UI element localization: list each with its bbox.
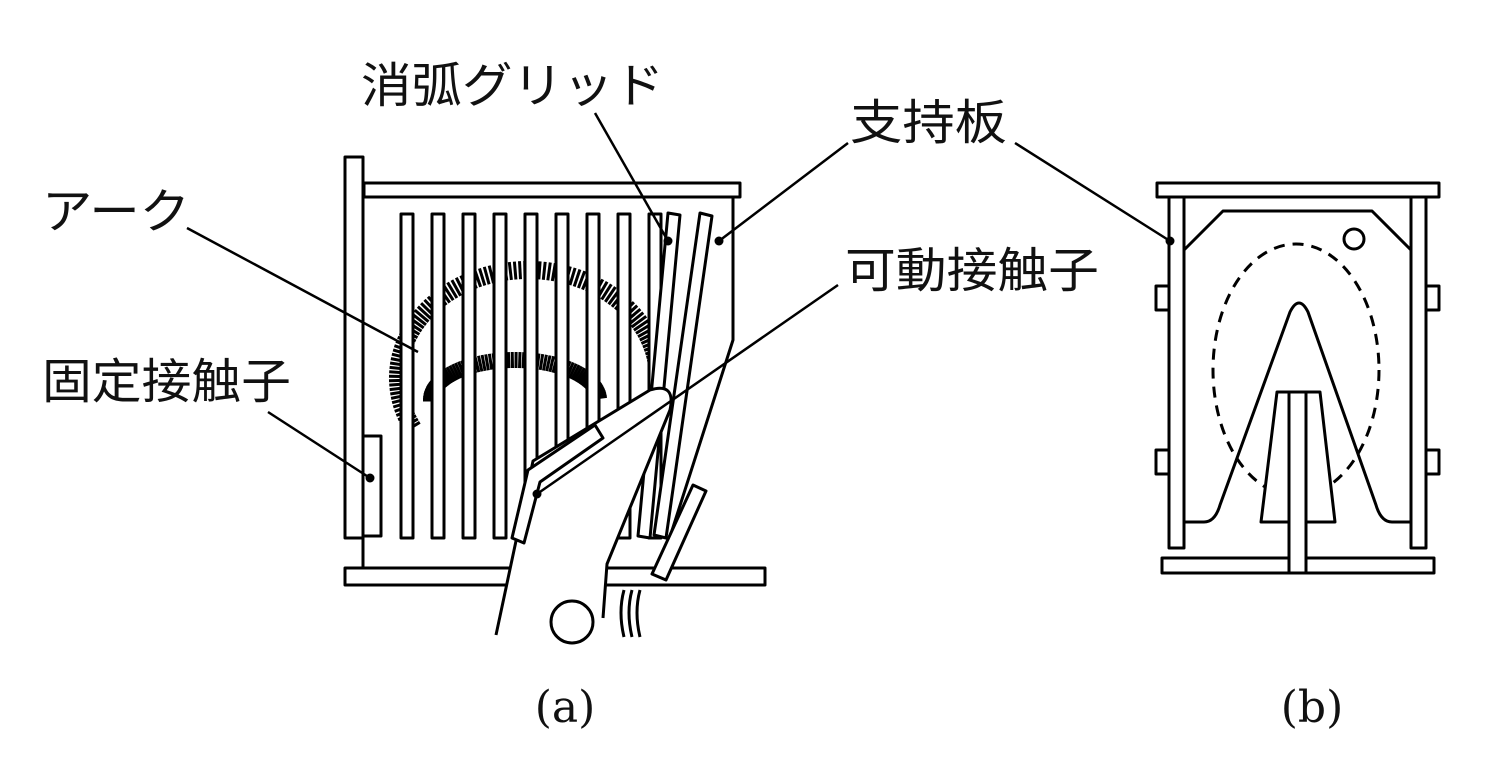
figure-b-front-view [1154, 181, 1441, 575]
arc-hatch-outer [446, 281, 459, 299]
b-grid-plate [1182, 209, 1413, 252]
chute-frame [361, 197, 735, 569]
label-fixed-contact: 固定接触子 [42, 354, 291, 410]
arc-hatch-inner [448, 365, 459, 381]
b-shaft [1287, 390, 1308, 575]
arc-hatch-outer [416, 305, 433, 320]
grid-plate-3 [461, 212, 477, 540]
arc-hatch-inner [545, 355, 552, 372]
arc-hatch-outer [568, 267, 577, 286]
grid-plate-4 [492, 212, 508, 540]
arc-hatch-outer [541, 261, 547, 280]
b-top-bar [1155, 181, 1441, 199]
arc-hatch-inner [542, 354, 548, 371]
arc-hatch-inner [568, 363, 578, 379]
leader-dots [365, 236, 1175, 499]
moving-contact-tip [510, 423, 605, 545]
arc-hatch-outer [482, 266, 491, 285]
leader-support-a [718, 142, 849, 242]
label-support-plate: 支持板 [850, 95, 1007, 151]
arc-hatch-inner [572, 365, 584, 382]
b-tab-right-lower [1424, 448, 1441, 476]
arc-hatch-outer [604, 286, 617, 303]
arc-hatch-outer [507, 261, 513, 281]
arc-hatch-inner [445, 366, 457, 382]
grid-plate-slant-2 [652, 211, 714, 540]
grid-plate-2 [430, 212, 446, 540]
top-support-bar [362, 181, 742, 199]
arc-hatch-inner [548, 355, 555, 373]
arc-grid-plates [399, 211, 714, 540]
arc-hatch-inner [484, 354, 490, 371]
arc-hatch-inner [506, 352, 511, 369]
label-arc: アーク [42, 184, 190, 240]
arc-hatch-inner [480, 354, 487, 372]
arc-hatch-outer [450, 279, 462, 297]
b-tab-left-lower [1154, 448, 1171, 476]
arc-hatch-outer [546, 262, 552, 281]
dot-fixed-contact [365, 473, 375, 483]
b-plate-hole [1342, 227, 1366, 251]
arc-hatch-outer [630, 315, 648, 329]
lower-angled-plate [650, 483, 708, 582]
arc-hatch-inner [451, 363, 461, 380]
leader-lines [186, 112, 1171, 496]
arc-hatch-outer [576, 270, 587, 289]
arc-hatch-outer [572, 269, 582, 287]
arc-hatch-outer [633, 318, 650, 332]
dot-moving-contact [532, 489, 542, 499]
dot-support-b [1165, 236, 1175, 246]
caption-b: (b) [1281, 682, 1344, 733]
b-arc-region [1211, 242, 1381, 498]
moving-contact-arm [494, 386, 673, 636]
dot-grid [663, 236, 673, 246]
grid-plate-1 [399, 212, 415, 540]
arc-hatch-inner [443, 367, 455, 384]
pivot-circle [549, 599, 595, 645]
arc-hatch-outer [478, 267, 487, 286]
b-v-notch [1184, 301, 1411, 524]
left-vertical-plate [343, 155, 365, 540]
arc-hatch-inner [518, 352, 522, 369]
leader-moving-contact [536, 283, 839, 496]
spring-lines [619, 589, 642, 638]
b-tab-right-upper [1424, 284, 1441, 312]
arc-hatch-outer [512, 261, 518, 280]
label-moving-contact: 可動接触子 [845, 243, 1099, 299]
arc-hatch-inner [477, 355, 484, 372]
arc-hatch-outer [537, 261, 542, 280]
arc-hatch-inner [570, 364, 581, 381]
label-grid: 消弧グリッド [361, 58, 664, 114]
caption-a: (a) [535, 682, 596, 733]
arc-hatch-inner [487, 353, 494, 370]
arc-hatch-outer [413, 308, 430, 323]
arc-hatch-inner [454, 362, 464, 379]
b-tab-left-upper [1154, 284, 1171, 312]
leader-arc [186, 226, 419, 354]
figure-a-side-view [343, 155, 767, 645]
leader-support-b [1014, 141, 1171, 243]
b-left-support-plate [1167, 195, 1186, 550]
leader-fixed-contact [267, 410, 371, 480]
leader-grid [593, 112, 670, 242]
arc-hatch-inner [575, 367, 586, 383]
b-right-support-plate [1409, 195, 1428, 550]
dot-support-a [714, 236, 724, 246]
arc-hatch-outer [518, 261, 522, 280]
arc-hatch-outer [600, 283, 613, 301]
fixed-contact [361, 434, 383, 538]
arc-hatch-inner [538, 353, 545, 371]
arc-hatch-outer [628, 311, 645, 326]
